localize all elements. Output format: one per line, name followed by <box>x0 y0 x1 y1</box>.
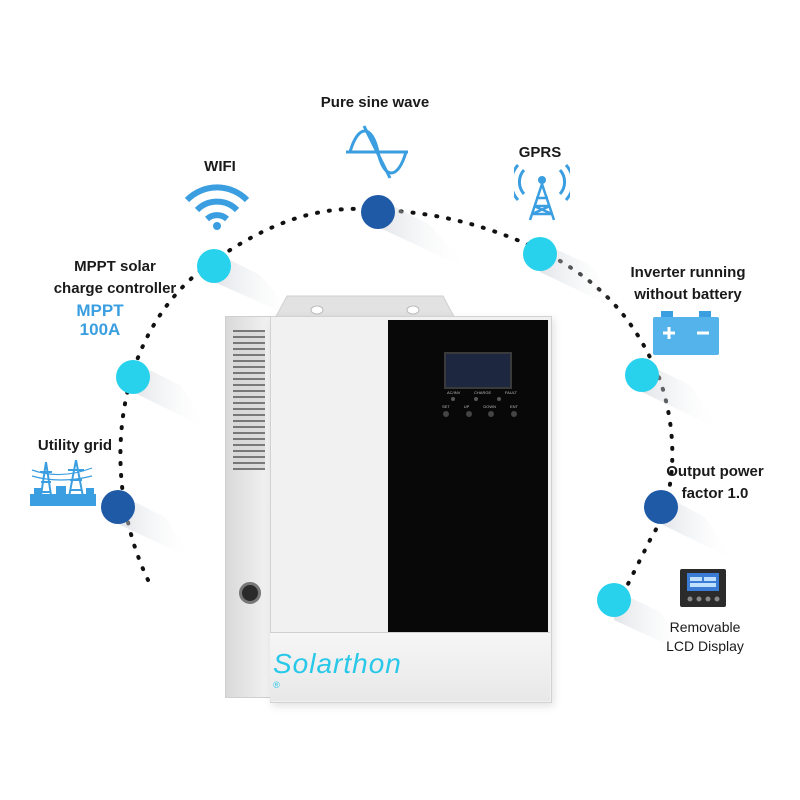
cooling-vents <box>233 330 265 470</box>
node-wifi <box>197 249 231 283</box>
inverter-device: AC/INV CHARGE FAULT SET UP DOWN ENT Sola… <box>225 290 555 710</box>
battery-icon <box>653 311 719 355</box>
registered-mark: ® <box>273 680 280 690</box>
control-button[interactable] <box>465 411 472 417</box>
lcd-display-icon <box>680 569 726 607</box>
node-power-factor <box>644 490 678 524</box>
button-label: SET <box>442 404 450 409</box>
button-label: ENT <box>509 404 518 409</box>
led <box>451 397 455 401</box>
brand-name: Solarthon <box>273 648 402 679</box>
label-power-factor: Output power factor 1.0 <box>650 462 780 503</box>
node-gprs <box>523 237 557 271</box>
mppt-rating-line1: MPPT <box>76 301 124 320</box>
label-lcd-line1: Removable <box>669 619 741 635</box>
node-battery <box>625 358 659 392</box>
node-lcd <box>597 583 631 617</box>
lcd-screen <box>444 352 512 389</box>
bottom-cover <box>270 632 550 701</box>
brand-logo: Solarthon ® <box>273 648 403 690</box>
indicator-label: FAULT <box>504 390 517 395</box>
led <box>474 397 478 401</box>
node-mppt <box>116 360 150 394</box>
button-label: DOWN <box>483 404 496 409</box>
label-battery-line1: Inverter running <box>630 264 746 281</box>
node-utility-grid <box>101 490 135 524</box>
control-button[interactable] <box>443 411 449 417</box>
indicator-leds <box>451 397 501 401</box>
label-gprs: GPRS <box>518 144 562 161</box>
label-lcd-line2: LCD Display <box>666 638 744 654</box>
control-button[interactable] <box>510 411 517 417</box>
label-utility-grid: Utility grid <box>37 437 113 454</box>
label-lcd: Removable LCD Display <box>640 618 770 656</box>
label-power-factor-line2: factor 1.0 <box>681 485 749 502</box>
mppt-rating: MPPT 100A <box>50 301 150 339</box>
label-wifi: WIFI <box>204 158 236 175</box>
label-mppt: MPPT solar charge controller <box>30 257 200 298</box>
label-mppt-line1: MPPT solar <box>74 258 156 275</box>
label-power-factor-line1: Output power <box>666 463 764 480</box>
led <box>497 397 501 401</box>
indicator-label: CHARGE <box>474 390 492 395</box>
utility-grid-icon <box>30 459 96 506</box>
control-button[interactable] <box>488 411 495 417</box>
mppt-rating-line2: 100A <box>79 320 121 339</box>
label-battery: Inverter running without battery <box>608 263 768 304</box>
power-switch[interactable] <box>239 582 261 604</box>
label-battery-line2: without battery <box>634 286 742 303</box>
gprs-tower-icon <box>514 163 570 221</box>
indicator-label: AC/INV <box>447 390 461 395</box>
label-mppt-line2: charge controller <box>53 280 177 297</box>
node-pure-sine-wave <box>361 195 395 229</box>
control-buttons <box>443 411 517 417</box>
button-labels: SET UP DOWN ENT <box>442 404 518 409</box>
label-pure-sine-wave: Pure sine wave <box>320 94 430 111</box>
sine-wave-icon <box>346 125 408 179</box>
wifi-icon <box>184 184 250 230</box>
button-label: UP <box>463 404 470 409</box>
indicator-labels: AC/INV CHARGE FAULT <box>447 390 517 395</box>
